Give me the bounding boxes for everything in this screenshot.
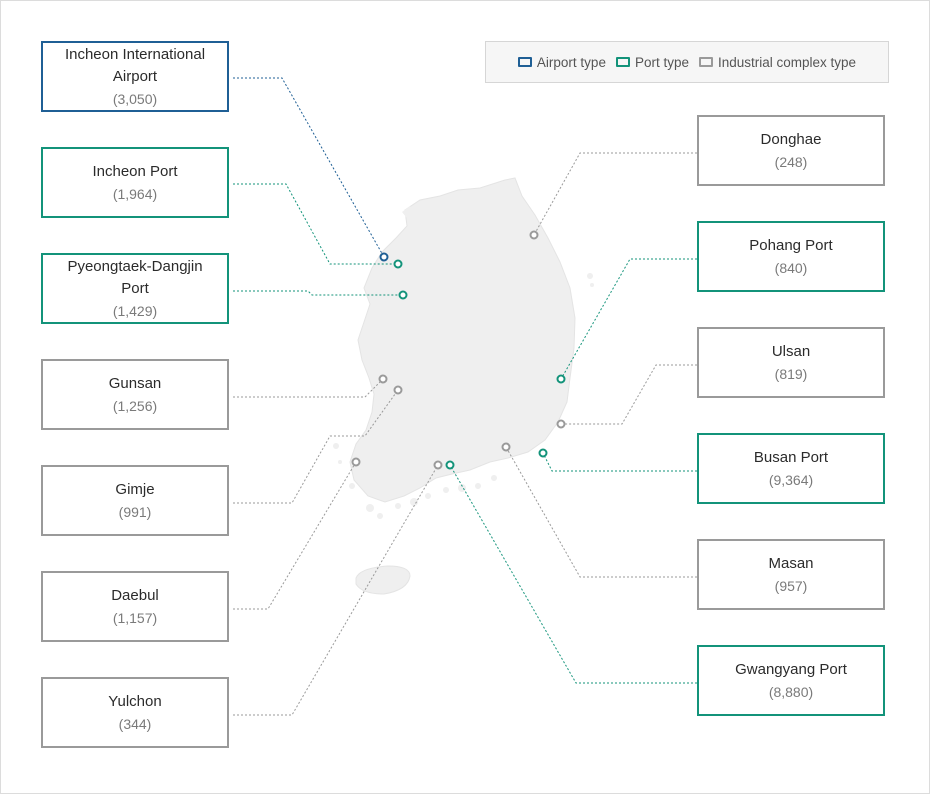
marker-daebul bbox=[351, 457, 361, 467]
box-masan: Masan (957) bbox=[697, 539, 885, 610]
box-daebul: Daebul (1,157) bbox=[41, 571, 229, 642]
box-gimje: Gimje (991) bbox=[41, 465, 229, 536]
legend-industrial: Industrial complex type bbox=[698, 54, 857, 70]
location-name: Ulsan bbox=[771, 342, 811, 360]
south-islands bbox=[333, 273, 594, 519]
leader-line-incheon-airport bbox=[233, 77, 385, 258]
marker-incheon-port bbox=[393, 259, 403, 269]
location-name: Gwangyang Port bbox=[735, 660, 847, 678]
northwest-island bbox=[402, 206, 416, 222]
leader-line-gwangyang-port bbox=[449, 464, 697, 684]
box-donghae: Donghae (248) bbox=[697, 115, 885, 186]
mainland-shape bbox=[349, 177, 576, 503]
location-value: (9,364) bbox=[768, 471, 814, 488]
location-value: (1,256) bbox=[112, 397, 158, 414]
box-yulchon: Yulchon (344) bbox=[41, 677, 229, 748]
leader-line-pyeongtaek-dangjin-port bbox=[233, 290, 403, 296]
leader-line-donghae bbox=[533, 152, 697, 236]
leader-line-busan-port bbox=[542, 452, 697, 472]
leader-line-gimje bbox=[233, 389, 399, 504]
marker-masan bbox=[501, 442, 511, 452]
box-ulsan: Ulsan (819) bbox=[697, 327, 885, 398]
location-value: (991) bbox=[118, 503, 152, 520]
leader-line-pohang-port bbox=[560, 258, 697, 380]
legend: Airport type Port type Industrial comple… bbox=[485, 41, 889, 83]
location-name: Incheon Port bbox=[92, 162, 178, 180]
industrial-swatch bbox=[698, 57, 713, 67]
legend-airport: Airport type bbox=[517, 54, 606, 70]
box-pohang-port: Pohang Port (840) bbox=[697, 221, 885, 292]
location-value: (957) bbox=[774, 577, 808, 594]
leader-line-incheon-port bbox=[233, 183, 398, 265]
marker-ulsan bbox=[556, 419, 566, 429]
box-gunsan: Gunsan (1,256) bbox=[41, 359, 229, 430]
leader-line-gunsan bbox=[233, 378, 384, 398]
box-incheon-airport: Incheon International Airport (3,050) bbox=[41, 41, 229, 112]
location-name: Pyeongtaek-Dangjin Port bbox=[67, 257, 203, 297]
airport-swatch bbox=[517, 57, 532, 67]
leader-line-ulsan bbox=[561, 364, 697, 425]
marker-yulchon bbox=[433, 460, 443, 470]
box-pyeongtaek-dangjin-port: Pyeongtaek-Dangjin Port (1,429) bbox=[41, 253, 229, 324]
legend-port-label: Port type bbox=[634, 54, 689, 70]
marker-busan-port bbox=[538, 448, 548, 458]
location-value: (840) bbox=[774, 259, 808, 276]
leader-line-daebul bbox=[233, 461, 357, 610]
location-value: (1,429) bbox=[112, 302, 158, 319]
marker-donghae bbox=[529, 230, 539, 240]
location-name: Masan bbox=[768, 554, 814, 572]
location-value: (1,964) bbox=[112, 185, 158, 202]
location-value: (8,880) bbox=[768, 683, 814, 700]
leader-line-masan bbox=[505, 446, 697, 578]
box-gwangyang-port: Gwangyang Port (8,880) bbox=[697, 645, 885, 716]
location-name: Daebul bbox=[111, 586, 159, 604]
location-name: Pohang Port bbox=[749, 236, 833, 254]
location-value: (3,050) bbox=[112, 90, 158, 107]
marker-gunsan bbox=[378, 374, 388, 384]
jeju-island bbox=[355, 565, 411, 595]
marker-gwangyang-port bbox=[445, 460, 455, 470]
location-name: Yulchon bbox=[108, 692, 162, 710]
location-name: Gunsan bbox=[108, 374, 162, 392]
box-incheon-port: Incheon Port (1,964) bbox=[41, 147, 229, 218]
location-name: Donghae bbox=[760, 130, 822, 148]
leader-line-yulchon bbox=[233, 464, 439, 716]
marker-incheon-airport bbox=[379, 252, 389, 262]
location-value: (248) bbox=[774, 153, 808, 170]
location-value: (1,157) bbox=[112, 609, 158, 626]
box-busan-port: Busan Port (9,364) bbox=[697, 433, 885, 504]
marker-pyeongtaek-dangjin-port bbox=[398, 290, 408, 300]
legend-airport-label: Airport type bbox=[536, 54, 606, 70]
location-name: Busan Port bbox=[753, 448, 829, 466]
location-name: Gimje bbox=[115, 480, 155, 498]
location-value: (344) bbox=[118, 715, 152, 732]
location-value: (819) bbox=[774, 365, 808, 382]
location-markers bbox=[351, 230, 566, 470]
legend-industrial-label: Industrial complex type bbox=[717, 54, 857, 70]
marker-pohang-port bbox=[556, 374, 566, 384]
leader-lines bbox=[233, 77, 697, 716]
marker-gimje bbox=[393, 385, 403, 395]
location-name: Incheon International Airport bbox=[64, 45, 206, 85]
port-swatch bbox=[615, 57, 630, 67]
legend-port: Port type bbox=[615, 54, 689, 70]
